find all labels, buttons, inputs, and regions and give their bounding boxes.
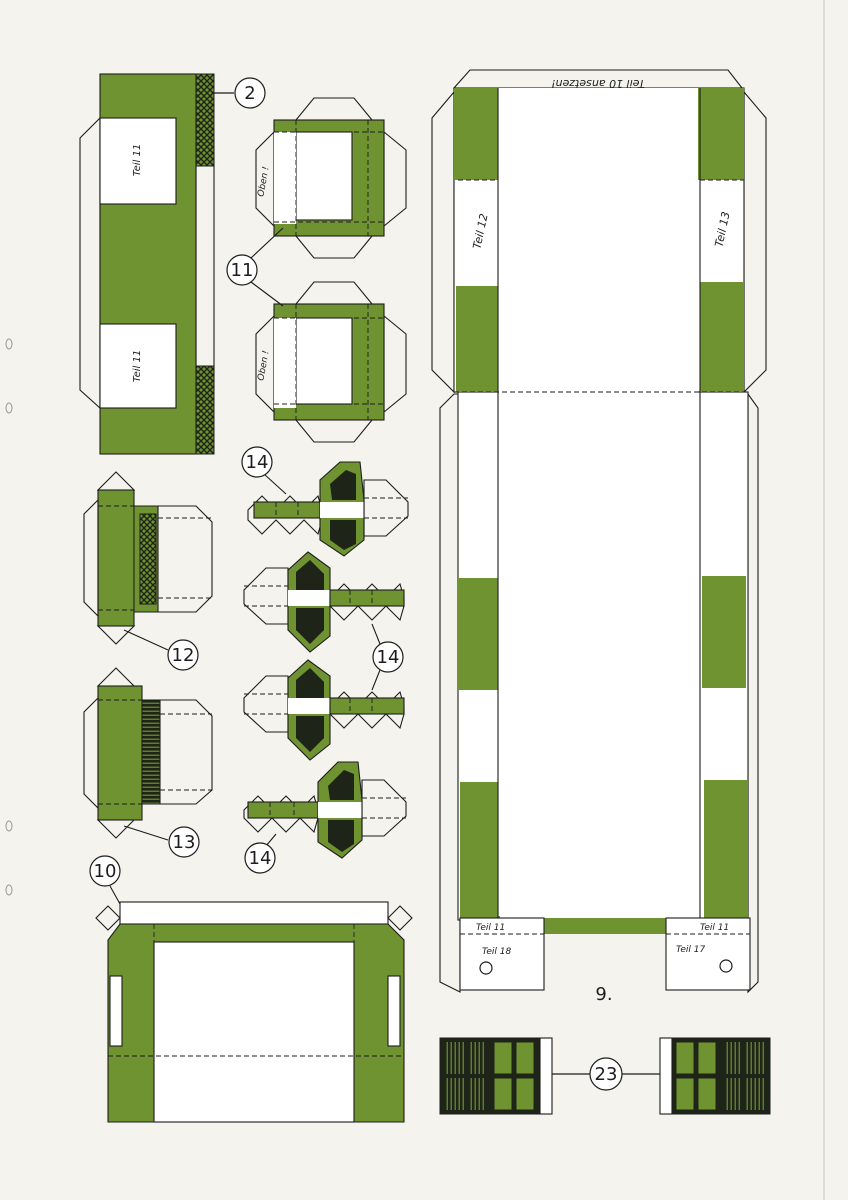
part-9-label-teil18: Teil 18 [482, 947, 512, 957]
part-13-cutout: 13 [83, 667, 213, 858]
part-23-number: 23 [595, 1064, 618, 1085]
part-10-cutout: 10 [89, 855, 413, 1123]
part-11-upper-oben: Oben ! [256, 166, 271, 198]
part-2-label-teil11-lower: Teil 11 [132, 350, 143, 383]
part-12-cutout: 12 [83, 471, 213, 671]
part-9-label-teil11-right: Teil 11 [700, 923, 729, 933]
part-2-number: 2 [244, 83, 255, 104]
part-14-piece-4: 14 [243, 761, 407, 874]
part-10-number: 10 [94, 861, 117, 882]
part-14-piece-1: 14 [241, 446, 409, 557]
part-14-number-top: 14 [246, 452, 269, 473]
part-2-label-teil11-upper: Teil 11 [132, 144, 143, 177]
part-12-number: 12 [172, 645, 195, 666]
part-9-cutout: Teil 10 ansetzen! Teil 12 Teil 13 Teil 1… [431, 69, 767, 1005]
part-23-cutout: 23 [439, 1037, 771, 1115]
part-11-marker: 11 [226, 227, 284, 307]
part-14-number-middle: 14 [377, 647, 400, 668]
part-9-instruction: Teil 10 ansetzen! [551, 77, 645, 90]
part-11-box-upper: Oben ! [255, 97, 407, 259]
part-13-number: 13 [173, 832, 196, 853]
part-2-number-circle [234, 77, 266, 109]
binder-holes [5, 338, 13, 896]
part-14-number-bottom: 14 [249, 848, 272, 869]
part-9-label-teil17: Teil 17 [676, 945, 706, 955]
part-9-label-teil11-left: Teil 11 [476, 923, 505, 933]
part-11-lower-oben: Oben ! [256, 350, 271, 382]
part-14-marker-middle: 14 [371, 623, 404, 691]
part-11-box-lower: Oben ! [255, 281, 407, 443]
part-11-number: 11 [231, 260, 254, 281]
part-9-number: 9. [595, 984, 612, 1005]
part-14-piece-3 [243, 659, 405, 761]
part-14-piece-2 [243, 551, 405, 653]
part-2-cutout: Teil 11 Teil 11 2 [79, 73, 266, 455]
